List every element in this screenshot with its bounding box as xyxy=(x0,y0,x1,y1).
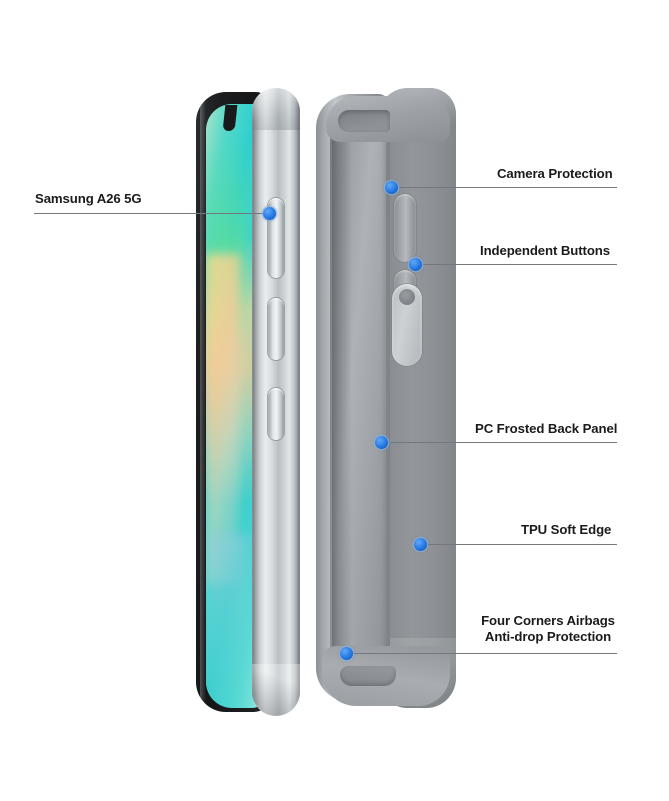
marker-dot-camera-protection[interactable] xyxy=(385,181,398,194)
callout-label-independent-buttons: Independent Buttons xyxy=(480,243,610,258)
leader-line-four-corners-airbags xyxy=(349,653,617,654)
callout-label-pc-frosted-back-panel: PC Frosted Back Panel xyxy=(475,421,618,436)
case-cavity-shadow xyxy=(332,118,352,676)
phone-volume-button-secondary xyxy=(268,388,284,440)
leader-line-phone-model xyxy=(34,213,266,214)
leader-line-pc-frosted-back-panel xyxy=(384,442,617,443)
callout-label-phone-model: Samsung A26 5G xyxy=(35,191,142,206)
screen-blue-wash xyxy=(206,534,250,708)
leader-line-camera-protection xyxy=(394,187,617,188)
marker-dot-tpu-soft-edge[interactable] xyxy=(414,538,427,551)
case-camera-cutout xyxy=(392,284,422,366)
case-button-cutout-power xyxy=(394,194,416,262)
phone-edge-highlight xyxy=(200,100,206,712)
phone-volume-button xyxy=(268,298,284,360)
leader-line-independent-buttons xyxy=(418,264,617,265)
callout-label-four-corners-airbags: Four Corners Airbags Anti-drop Protectio… xyxy=(481,613,615,644)
marker-dot-independent-buttons[interactable] xyxy=(409,258,422,271)
screen-warm-wash xyxy=(206,254,240,584)
marker-dot-pc-frosted-back-panel[interactable] xyxy=(375,436,388,449)
phone-illustration xyxy=(196,88,300,716)
callout-label-tpu-soft-edge: TPU Soft Edge xyxy=(521,522,612,537)
leader-line-tpu-soft-edge xyxy=(423,544,617,545)
case-bottom-lip-inner xyxy=(340,666,396,686)
phone-metal-frame xyxy=(252,88,300,716)
case-top-lip-inner xyxy=(338,110,390,132)
callout-label-camera-protection: Camera Protection xyxy=(497,166,613,181)
marker-dot-phone-model[interactable] xyxy=(263,207,276,220)
marker-dot-four-corners-airbags[interactable] xyxy=(340,647,353,660)
phone-case-illustration xyxy=(316,88,456,708)
